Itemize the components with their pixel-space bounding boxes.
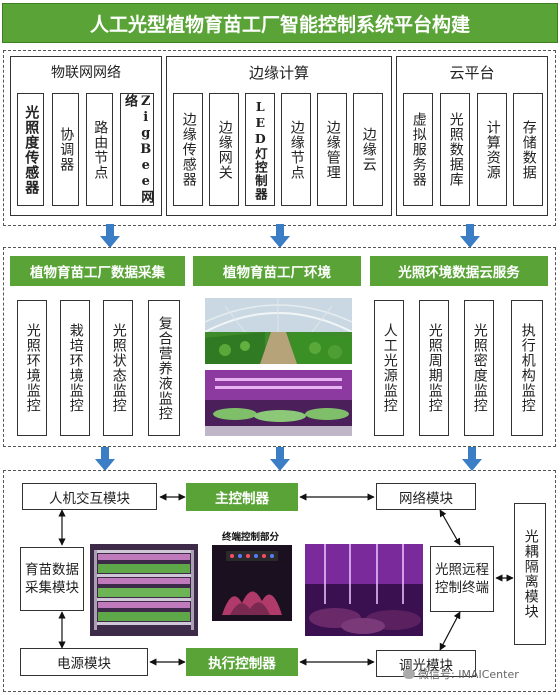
collect-module-label: 育苗数据采集模块 xyxy=(25,561,79,596)
iot-item-zigbee: ZigBee网络 xyxy=(120,93,154,206)
page-title: 人工光型植物育苗工厂智能控制系统平台构建 xyxy=(2,3,558,43)
arrow-down-icon xyxy=(270,224,290,248)
network-module: 网络模块 xyxy=(376,483,476,510)
edge-item-cloud: 边缘云 xyxy=(353,93,383,206)
iot-item-light-sensor: 光照度传感器 xyxy=(17,93,44,206)
cloud-panel-title: 云平台 xyxy=(449,63,495,82)
bottom-section xyxy=(3,470,556,692)
edge-item-gateway: 边缘网关 xyxy=(209,93,239,206)
collect-item-cultivation-env: 栽培环境监控 xyxy=(60,300,90,436)
edge-panel-title: 边缘计算 xyxy=(248,63,309,82)
arrow-down-icon xyxy=(270,447,290,471)
power-module: 电源模块 xyxy=(20,648,148,676)
edge-item-sensor: 边缘传感器 xyxy=(173,93,203,206)
service-item-artificial-light: 人工光源监控 xyxy=(374,300,404,436)
arrow-down-icon xyxy=(100,224,120,248)
led-panel-photo xyxy=(212,545,292,621)
iot-panel-title: 物联网网络 xyxy=(51,65,121,81)
middle-section xyxy=(3,247,556,447)
arrow-down-icon xyxy=(95,447,115,471)
arrow-down-icon xyxy=(462,447,482,471)
collect-module: 育苗数据采集模块 xyxy=(20,547,84,611)
main-controller-bar: 主控制器 xyxy=(186,483,298,511)
optocoupler-isolation-module: 光耦隔离模块 xyxy=(514,503,546,645)
edge-item-management: 边缘管理 xyxy=(317,93,347,206)
collect-item-light-env: 光照环境监控 xyxy=(17,300,47,436)
watermark-text: 微信号: IMAICenter xyxy=(418,668,519,681)
collect-item-nutrient: 复合营养液监控 xyxy=(148,300,180,436)
edge-item-node: 边缘节点 xyxy=(281,93,311,206)
remote-control-terminal: 光照远程控制终端 xyxy=(430,546,494,612)
terminal-caption: 终端控制部分 xyxy=(222,532,280,543)
edge-item-led-controller: LED灯控制器 xyxy=(245,93,275,206)
hmi-module: 人机交互模块 xyxy=(22,483,157,510)
service-item-light-period: 光照周期监控 xyxy=(419,300,449,436)
env-title-bar: 植物育苗工厂环境 xyxy=(193,256,361,286)
purple-growroom-photo xyxy=(305,544,423,636)
greenhouse-photo xyxy=(205,298,352,364)
wechat-icon xyxy=(403,669,415,679)
service-item-light-density: 光照密度监控 xyxy=(464,300,494,436)
remote-control-terminal-label: 光照远程控制终端 xyxy=(435,561,489,596)
collect-item-light-status: 光照状态监控 xyxy=(103,300,133,436)
cloud-item-storage: 存储数据 xyxy=(513,93,543,206)
iot-item-coordinator: 协调器 xyxy=(52,93,79,206)
iot-item-router-node: 路由节点 xyxy=(86,93,113,206)
wechat-watermark: 微信号: IMAICenter xyxy=(403,666,553,682)
cloud-service-title-bar: 光照环境数据云服务 xyxy=(370,256,548,286)
led-growroom-photo xyxy=(205,370,352,436)
service-item-actuator: 执行机构监控 xyxy=(511,300,543,436)
seedling-rack-photo xyxy=(90,544,198,636)
cloud-item-light-db: 光照数据库 xyxy=(440,93,470,206)
collect-title-bar: 植物育苗工厂数据采集 xyxy=(10,256,185,286)
exec-controller-bar: 执行控制器 xyxy=(186,648,298,676)
cloud-item-virtual-server: 虚拟服务器 xyxy=(403,93,433,206)
cloud-item-compute: 计算资源 xyxy=(477,93,507,206)
arrow-down-icon xyxy=(460,224,480,248)
